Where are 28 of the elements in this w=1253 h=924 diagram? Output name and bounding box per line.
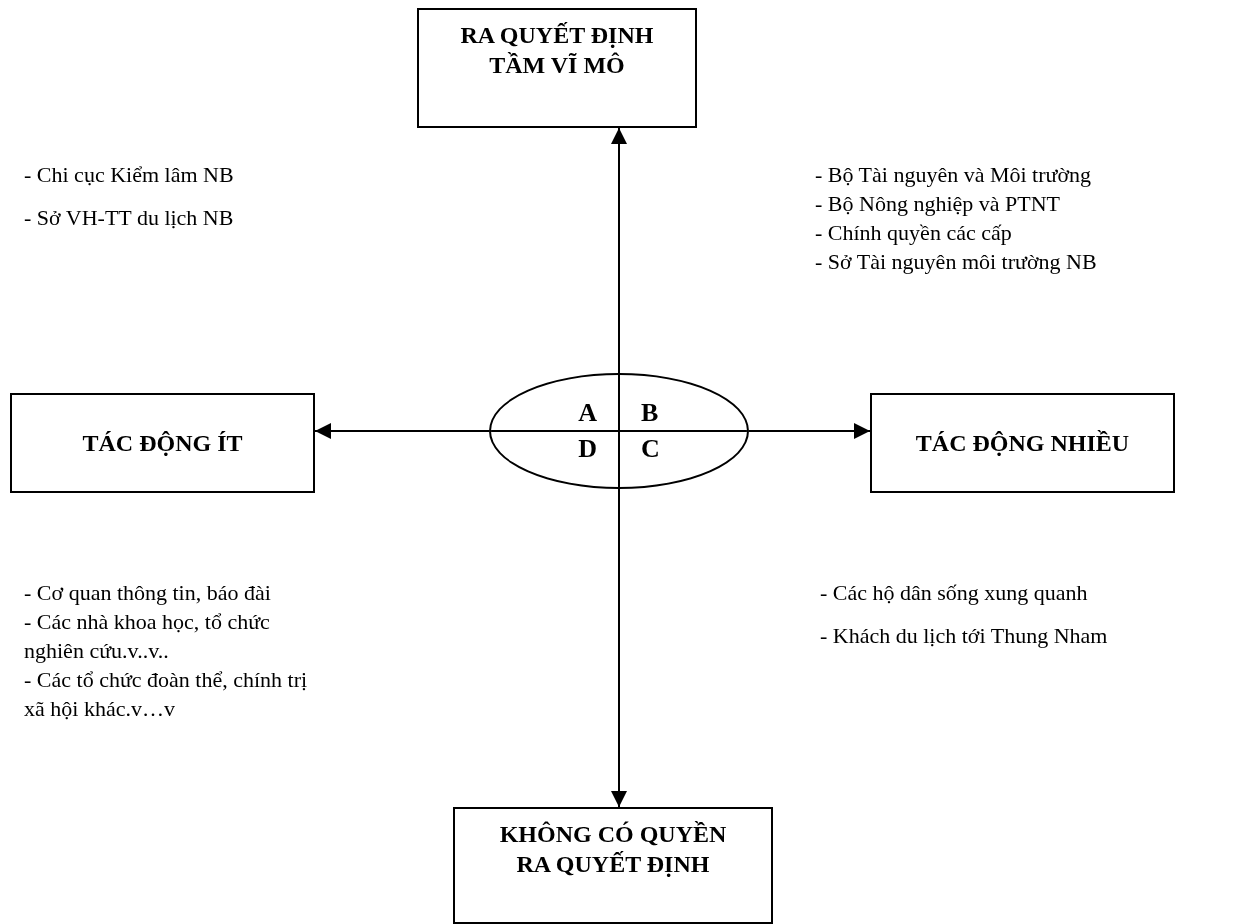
arrow bbox=[611, 488, 627, 808]
arrow bbox=[611, 127, 627, 374]
quadrant-letter: B bbox=[640, 397, 660, 429]
stakeholder-item: - Các hộ dân sống xung quanh bbox=[820, 579, 1089, 607]
category-box bbox=[870, 393, 1175, 493]
box-title: KHÔNG CÓ QUYỀN RA QUYẾT ĐỊNH bbox=[498, 820, 728, 879]
stakeholder-item: - Sở VH-TT du lịch NB bbox=[24, 204, 235, 232]
box-title: TÁC ĐỘNG ÍT bbox=[82, 429, 243, 458]
stakeholder-item: - Sở Tài nguyên môi trường NB bbox=[815, 248, 1098, 276]
category-box bbox=[453, 807, 773, 924]
quadrant-ellipse bbox=[489, 373, 749, 489]
quadrant-letter: D bbox=[577, 433, 598, 465]
stakeholder-item: - Chi cục Kiểm lâm NB bbox=[24, 161, 235, 189]
stakeholder-item: - Chính quyền các cấp bbox=[815, 219, 1013, 247]
stakeholder-item: - Các tổ chức đoàn thể, chính trị xã hội khác.v…v bbox=[24, 666, 309, 723]
stakeholder-item: - Bộ Nông nghiệp và PTNT bbox=[815, 190, 1062, 218]
quadrant-letter: C bbox=[640, 433, 661, 465]
box-title: RA QUYẾT ĐỊNH TẦM VĨ MÔ bbox=[459, 21, 655, 80]
category-box bbox=[10, 393, 315, 493]
arrow bbox=[314, 423, 490, 439]
stakeholder-item: - Cơ quan thông tin, báo đài bbox=[24, 579, 272, 607]
stakeholder-item: - Các nhà khoa học, tổ chức nghiên cứu.v..v.. bbox=[24, 608, 271, 665]
category-box bbox=[417, 8, 697, 128]
stakeholder-item: - Khách du lịch tới Thung Nham bbox=[820, 622, 1109, 650]
quadrant-letter: A bbox=[577, 397, 598, 429]
stakeholder-item: - Bộ Tài nguyên và Môi trường bbox=[815, 161, 1093, 189]
box-title: TÁC ĐỘNG NHIỀU bbox=[915, 429, 1130, 458]
arrow bbox=[748, 423, 871, 439]
